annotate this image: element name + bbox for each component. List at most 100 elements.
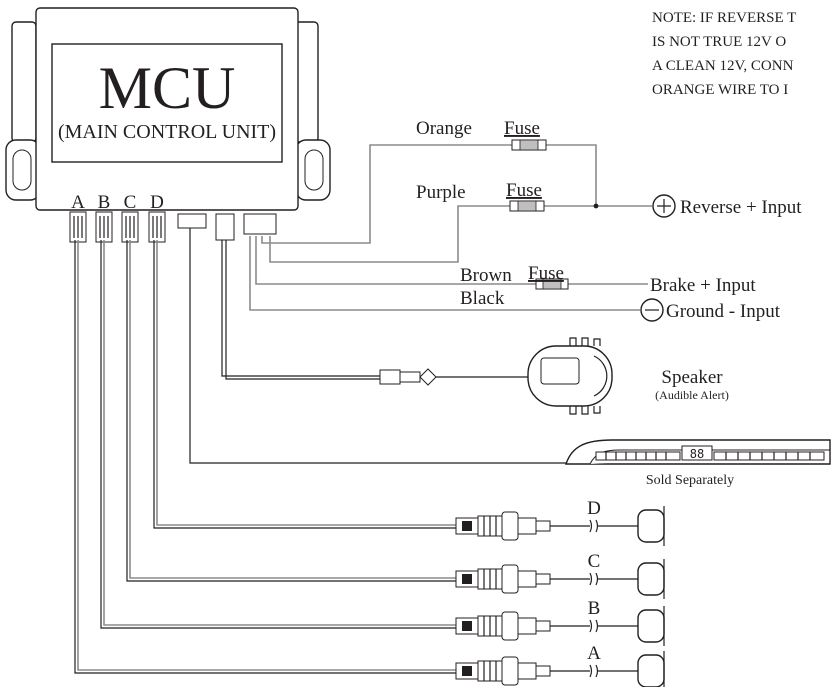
note-line-1: NOTE: IF REVERSE T (652, 10, 796, 26)
connector-tip-d (535, 520, 551, 532)
brake-input-label: Brake + Input (650, 275, 756, 296)
display-caption: Sold Separately (646, 473, 734, 488)
connector-ribs-d (483, 516, 497, 536)
power-connector (243, 213, 277, 235)
sensor-rows: D C B A (455, 498, 665, 687)
display-readout: 88 (690, 447, 704, 461)
connector-tip-b (535, 620, 551, 632)
connector-pin-a (462, 666, 472, 676)
connector-nut-b (501, 611, 519, 641)
sensor-wire-a-2 (74, 240, 456, 674)
cable-break-b (589, 619, 599, 633)
sensor-row-a: A (455, 643, 665, 687)
sensor-wire-c (129, 240, 456, 579)
sensor-label-c: C (588, 551, 601, 572)
connector-ribs-a (483, 661, 497, 681)
display-bar-left (595, 451, 681, 461)
note-block: NOTE: IF REVERSE T IS NOT TRUE 12V O A C… (652, 10, 796, 98)
speaker-plug-female (399, 371, 421, 383)
speaker-connector (215, 213, 235, 241)
brown-fuse-label: Fuse (528, 263, 564, 284)
mcu-unit: MCU (MAIN CONTROL UNIT) A B C D (5, 7, 331, 243)
port-label-b: B (98, 192, 111, 213)
speaker-title: Speaker (661, 367, 723, 388)
display-bar-right (713, 451, 825, 461)
sensor-wire-d (156, 240, 456, 526)
connector-pin-c (462, 574, 472, 584)
speaker-wire-2 (225, 240, 380, 380)
display-assembly: 88 Sold Separately (189, 228, 831, 488)
mcu-label-frame (51, 43, 283, 163)
brown-wire (255, 236, 536, 285)
mcu-title: MCU (99, 55, 236, 121)
connector-pin-b (462, 621, 472, 631)
speaker-tabs-top (569, 337, 601, 346)
display-segments-right (725, 452, 811, 460)
sensor-plugs (69, 211, 166, 243)
connector-nut-a (501, 656, 519, 686)
port-label-a: A (71, 192, 85, 213)
connector-nut-d (501, 511, 519, 541)
sensor-head-d (637, 509, 665, 543)
orange-fuse-label: Fuse (504, 118, 540, 139)
sensor-wire-b-2 (100, 240, 456, 629)
connector-tip-a (535, 665, 551, 677)
plug-pins (73, 216, 162, 238)
sensor-head-c (637, 562, 665, 596)
connector-nut-c (501, 564, 519, 594)
sensor-row-b: B (455, 598, 665, 646)
sensor-row-d: D (455, 498, 665, 546)
purple-wire (269, 205, 510, 263)
sensor-wire-d-2 (153, 240, 456, 529)
speaker-subtitle: (Audible Alert) (655, 388, 729, 402)
mcu-subtitle: (MAIN CONTROL UNIT) (58, 121, 276, 143)
purple-label: Purple (416, 182, 466, 203)
sensor-label-b: B (588, 598, 601, 619)
sensor-row-c: C (455, 551, 665, 599)
reverse-input-label: Reverse + Input (680, 197, 802, 218)
speaker-tabs-bottom (569, 406, 601, 415)
display-readout-box (681, 445, 713, 461)
note-line-2: IS NOT TRUE 12V O (652, 34, 786, 50)
connector-pin-d (462, 521, 472, 531)
purple-fuse-label: Fuse (506, 180, 542, 201)
cable-break-d (589, 519, 599, 533)
brown-fuse-body (542, 278, 562, 290)
orange-wire (261, 144, 512, 244)
power-wiring: Orange Fuse Purple Fuse Brown Fuse Black… (249, 118, 802, 322)
sensor-wire-c-2 (126, 240, 456, 582)
mcu-left-slot (12, 149, 32, 191)
sensor-label-a: A (587, 643, 601, 664)
cable-break-c (589, 572, 599, 586)
orange-label: Orange (416, 118, 472, 139)
black-wire (249, 236, 640, 311)
connector-tip-c (535, 573, 551, 585)
connector-female-c (517, 570, 537, 588)
sensor-label-d: D (587, 498, 601, 519)
speaker-grille (593, 355, 608, 397)
note-line-4: ORANGE WIRE TO I (652, 82, 788, 98)
wire-junction (593, 203, 599, 209)
plus-sign-icon (657, 199, 671, 213)
speaker-wire (221, 240, 380, 377)
connector-ribs-c (483, 569, 497, 589)
mcu-right-slot (304, 149, 324, 191)
ground-input-label: Ground - Input (666, 301, 781, 322)
connector-female-a (517, 662, 537, 680)
port-label-c: C (124, 192, 137, 213)
black-label: Black (460, 288, 505, 309)
sensor-head-a (637, 654, 665, 687)
port-label-d: D (150, 192, 164, 213)
speaker-plug-tip (419, 368, 437, 386)
display-segments-left (605, 452, 667, 460)
brown-label: Brown (460, 265, 512, 286)
sensor-wire-a (77, 240, 456, 671)
cable-break-a (589, 664, 599, 678)
note-line-3: A CLEAN 12V, CONN (652, 58, 794, 74)
connector-female-d (517, 517, 537, 535)
connector-female-b (517, 617, 537, 635)
purple-fuse-body (517, 200, 537, 212)
display-wire (189, 228, 570, 464)
sensor-wire-b (103, 240, 456, 626)
